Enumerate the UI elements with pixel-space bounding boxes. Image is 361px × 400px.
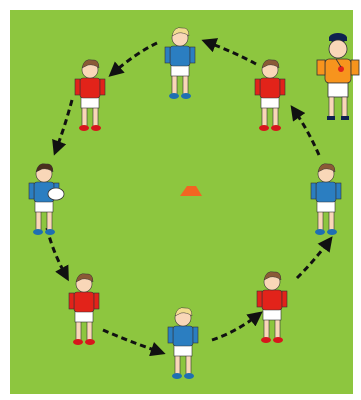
rugby-ball-icon — [48, 188, 64, 200]
